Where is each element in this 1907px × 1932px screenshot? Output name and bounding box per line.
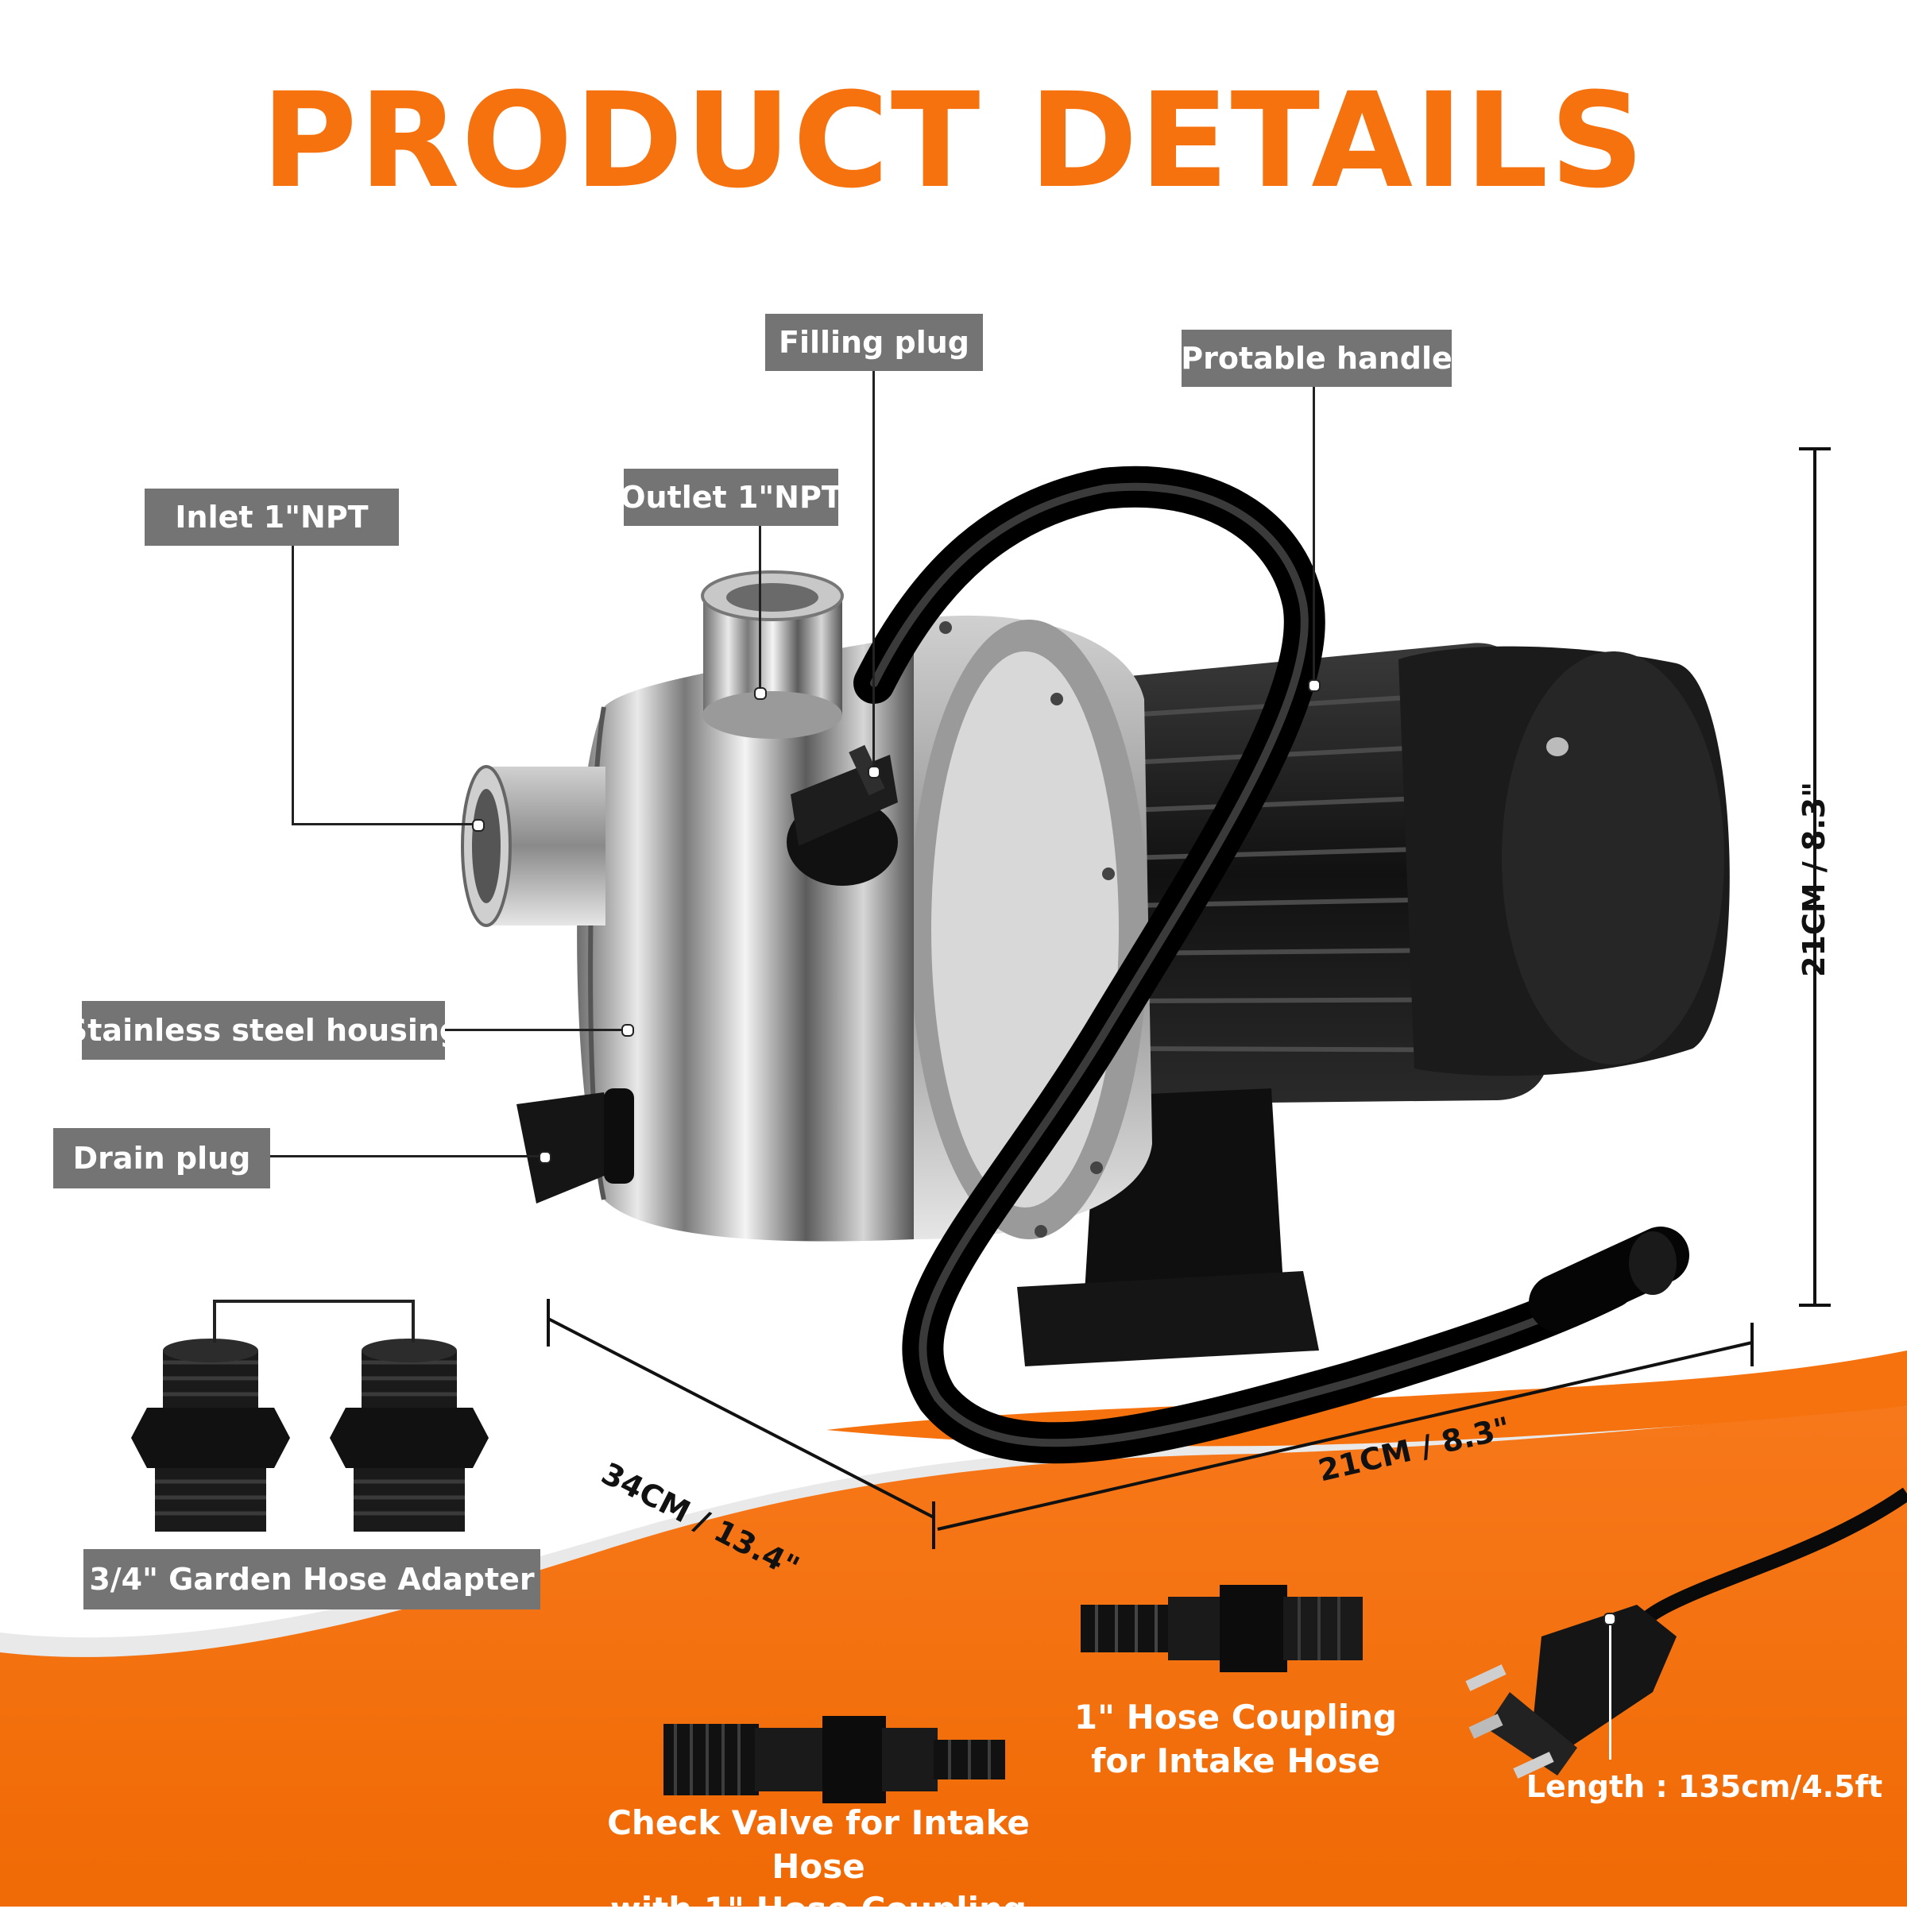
handle bbox=[853, 466, 1689, 1464]
handle-leader bbox=[1313, 387, 1315, 685]
outlet-label: Outlet 1"NPT bbox=[620, 469, 842, 526]
handle-dot bbox=[1308, 679, 1321, 692]
outlet-fitting bbox=[701, 570, 844, 739]
check-valve-line2: with 1" Hose Coupling bbox=[609, 1890, 1027, 1930]
inlet-leader-horizontal bbox=[292, 823, 478, 825]
inlet-dot bbox=[472, 819, 485, 832]
outlet-leader bbox=[759, 526, 761, 693]
housing-dot bbox=[621, 1024, 634, 1037]
filling-plug-label: Filling plug bbox=[765, 314, 983, 371]
hose-coupling-label: 1" Hose Coupling for Intake Hose bbox=[1041, 1696, 1430, 1783]
drain-plug-label: Drain plug bbox=[53, 1128, 270, 1188]
hose-adapter-label: 3/4" Garden Hose Adapter bbox=[83, 1549, 540, 1609]
hose-coupling-line1: 1" Hose Coupling bbox=[1073, 1698, 1398, 1737]
inlet-leader-vertical bbox=[292, 546, 294, 824]
page-title: PRODUCT DETAILS bbox=[261, 64, 1646, 217]
portable-handle-label: Protable handle bbox=[1181, 330, 1452, 387]
drain-plug-knob bbox=[516, 1088, 634, 1204]
cord-length-label: Length : 135cm/4.5ft bbox=[1526, 1769, 1883, 1804]
filling-plug-dot bbox=[868, 766, 880, 779]
outlet-dot bbox=[754, 687, 767, 700]
hose-coupling-line2: for Intake Hose bbox=[1091, 1741, 1380, 1780]
cord-leader bbox=[1609, 1621, 1611, 1760]
drain-plug-leader bbox=[270, 1155, 544, 1157]
height-dimension: 21CM / 8.3" bbox=[1797, 781, 1832, 978]
stainless-housing bbox=[577, 615, 1152, 1242]
inlet-label: Inlet 1"NPT bbox=[145, 489, 399, 546]
drain-plug-dot bbox=[539, 1151, 551, 1164]
garden-hose-adapters bbox=[131, 1300, 489, 1532]
check-valve-line1: Check Valve for Intake Hose bbox=[607, 1803, 1030, 1886]
filling-plug-leader bbox=[872, 371, 875, 772]
cord-dot bbox=[1603, 1613, 1616, 1625]
hose-coupling bbox=[1081, 1585, 1363, 1672]
housing-leader bbox=[445, 1029, 628, 1031]
check-valve-label: Check Valve for Intake Hose with 1" Hose… bbox=[556, 1802, 1081, 1932]
housing-label: Stainless steel housing bbox=[66, 1001, 461, 1060]
power-cord bbox=[1465, 1487, 1907, 1779]
pump-motor bbox=[1017, 643, 1730, 1366]
inlet-fitting bbox=[461, 765, 605, 927]
check-valve bbox=[663, 1716, 1005, 1803]
dimension-lines bbox=[547, 447, 1831, 1549]
